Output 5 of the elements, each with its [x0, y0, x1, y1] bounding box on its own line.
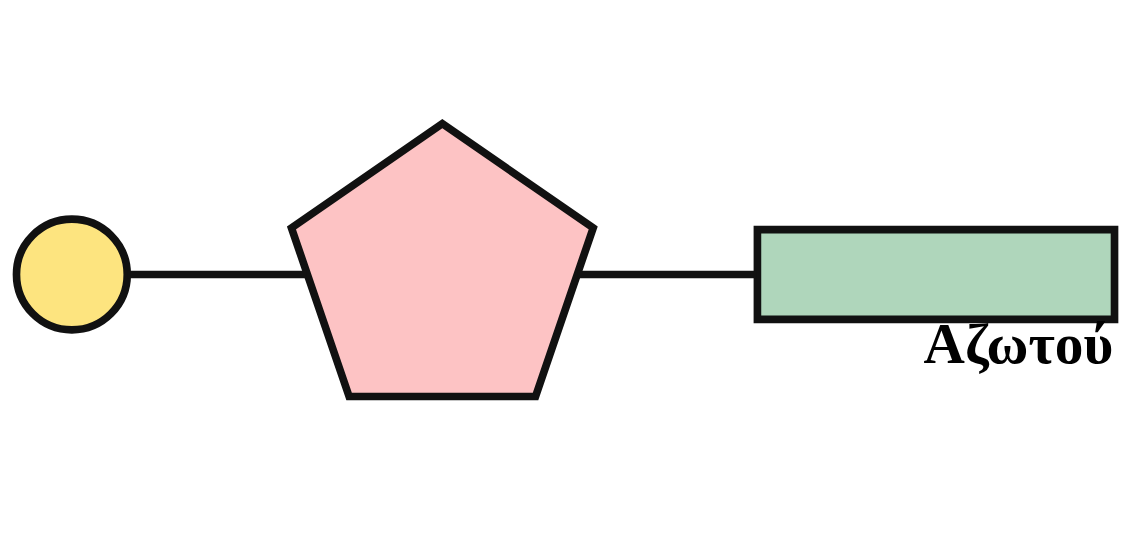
connector — [127, 270, 307, 279]
node-label: Αζωτού — [923, 312, 1114, 376]
node-circle — [12, 215, 132, 334]
node-pentagon — [286, 119, 598, 401]
connector — [577, 270, 757, 279]
